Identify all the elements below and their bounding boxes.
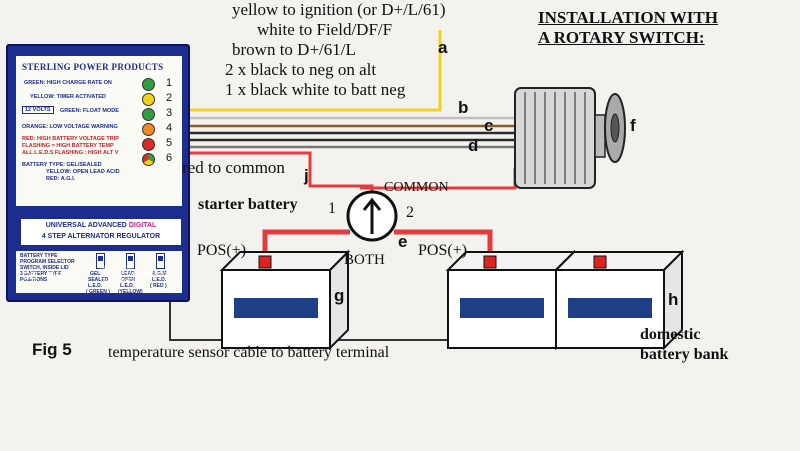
pos-left-label: POS(+) [197, 242, 247, 259]
switch-position-1: 1 [328, 200, 336, 217]
domestic-label-2: battery bank [640, 346, 729, 363]
type-gel-1: GEL [90, 271, 101, 277]
figure-label: Fig 5 [32, 340, 72, 359]
switch-common-label: COMMON [384, 180, 449, 195]
wire-text-black-white: 1 x black white to batt neg [225, 80, 406, 99]
type-gel-3: L.E.D. [88, 283, 103, 289]
banner-line-2: 4 STEP ALTERNATOR REGULATOR [41, 233, 161, 240]
selector-text-5: POSITIONS [20, 277, 48, 283]
regulator-selector-panel: BATTERY TYPE PROGRAM SELECTOR SWITCH, IN… [16, 251, 182, 295]
selector-switch-agm[interactable] [156, 253, 165, 269]
label-a: a [438, 38, 448, 57]
selector-switch-lead[interactable] [126, 253, 135, 269]
wire-text-yellow: yellow to ignition (or D+/L/61) [232, 0, 446, 19]
title-line-1: INSTALLATION WITH [538, 8, 718, 27]
led-number-3: 3 [166, 107, 173, 119]
type-lead-3: L.E.D. [120, 283, 135, 289]
reg-line-11: RED: A.G.I. [46, 176, 76, 182]
led-green-float-icon [142, 108, 155, 121]
alternator [514, 87, 626, 189]
type-lead-2: OPEN [121, 277, 136, 283]
led-number-4: 4 [166, 122, 173, 134]
regulator-banner: UNIVERSAL ADVANCED DIGITAL 4 STEP ALTERN… [20, 218, 182, 246]
starter-battery [219, 249, 351, 351]
helpline-2: STERLING POWER PRODUCTS [100, 271, 168, 276]
domestic-battery-2 [553, 249, 685, 351]
type-lead-1: LEAD [121, 271, 135, 277]
selector-text-4: 3 BATTERY TYPE [20, 271, 62, 277]
led-battery-type-icon [142, 153, 155, 166]
wire-text-brown: brown to D+/61/L [232, 40, 356, 59]
wire-text-black2: 2 x black to neg on alt [225, 60, 377, 79]
type-gel-2: SEALED [88, 277, 109, 283]
wire-bundle [186, 30, 520, 200]
pos-right-label: POS(+) [418, 242, 468, 259]
helpline-3: TEL U.K 01905 26166 [100, 277, 145, 282]
sensor-cable-label: temperature sensor cable to battery term… [108, 344, 390, 361]
regulator-panel: STERLING POWER PRODUCTS GREEN: HIGH CHAR… [6, 44, 190, 302]
led-number-2: 2 [166, 92, 173, 104]
led-number-5: 5 [166, 137, 173, 149]
led-yellow-icon [142, 93, 155, 106]
reg-line-4: GREEN: FLOAT MODE [60, 108, 119, 114]
selector-switch-gel[interactable] [96, 253, 105, 269]
reg-line-7: FLASHING = HIGH BATTERY TEMP [22, 143, 114, 149]
label-g: g [334, 286, 345, 305]
starter-battery-label: starter battery [198, 196, 298, 213]
reg-line-9: BATTERY TYPE: GEL/SEALED [22, 162, 102, 168]
reg-line-6: RED: HIGH BATTERY VOLTAGE TRIP [22, 136, 119, 142]
type-gel-4: ( GREEN ) [86, 289, 110, 295]
type-agm-1: A.G.M [152, 271, 167, 277]
label-e: e [398, 232, 408, 251]
label-j: j [304, 166, 309, 185]
switch-both-label: BOTH [344, 252, 385, 268]
switch-position-2: 2 [406, 204, 414, 221]
banner-line-1: UNIVERSAL ADVANCED DIGITAL [45, 222, 157, 229]
reg-line-5: ORANGE: LOW VOLTAGE WARNING [22, 124, 118, 130]
title-line-2: A ROTARY SWITCH: [538, 28, 705, 47]
led-orange-icon [142, 123, 155, 136]
rotary-switch [346, 190, 398, 242]
reg-line-10: YELLOW: OPEN LEAD ACID [46, 169, 120, 175]
label-h: h [668, 290, 679, 309]
label-b: b [458, 98, 469, 117]
led-green-icon [142, 78, 155, 91]
type-agm-3: ( RED ) [150, 283, 167, 289]
label-c: c [484, 116, 494, 135]
helpline-1: HELP LINE FOR [100, 265, 134, 270]
iuou-mark: IUoU+ [48, 270, 81, 282]
regulator-brand: STERLING POWER PRODUCTS [22, 62, 164, 72]
wire-text-red-common: red to common [182, 158, 285, 177]
selector-text-1: BATTERY TYPE [20, 253, 58, 259]
reg-line-1: GREEN: HIGH CHARGE RATE ON [24, 80, 112, 86]
domestic-label-1: domestic [640, 326, 701, 343]
ce-mark: CE [22, 270, 38, 282]
yellow-wire [186, 30, 442, 112]
selector-text-2: PROGRAM SELECTOR [20, 259, 75, 265]
reg-line-3: 12 VOLTS [22, 106, 54, 114]
led-red-icon [142, 138, 155, 151]
reg-line-8: ALL L.E.D.S FLASHING : HIGH ALT V [22, 150, 119, 156]
regulator-led-panel: STERLING POWER PRODUCTS GREEN: HIGH CHAR… [16, 56, 182, 206]
led-number-6: 6 [166, 152, 173, 164]
label-d: d [468, 136, 479, 155]
selector-text-3: SWITCH, INSIDE LID [20, 265, 69, 271]
type-lead-4: (YELLOW) [118, 289, 143, 295]
led-number-1: 1 [166, 77, 173, 89]
type-agm-2: L.E.D. [152, 277, 167, 283]
label-f: f [630, 116, 636, 135]
reg-line-2: YELLOW: TIMER ACTIVATED [30, 94, 106, 100]
wire-text-white: white to Field/DF/F [257, 20, 393, 39]
